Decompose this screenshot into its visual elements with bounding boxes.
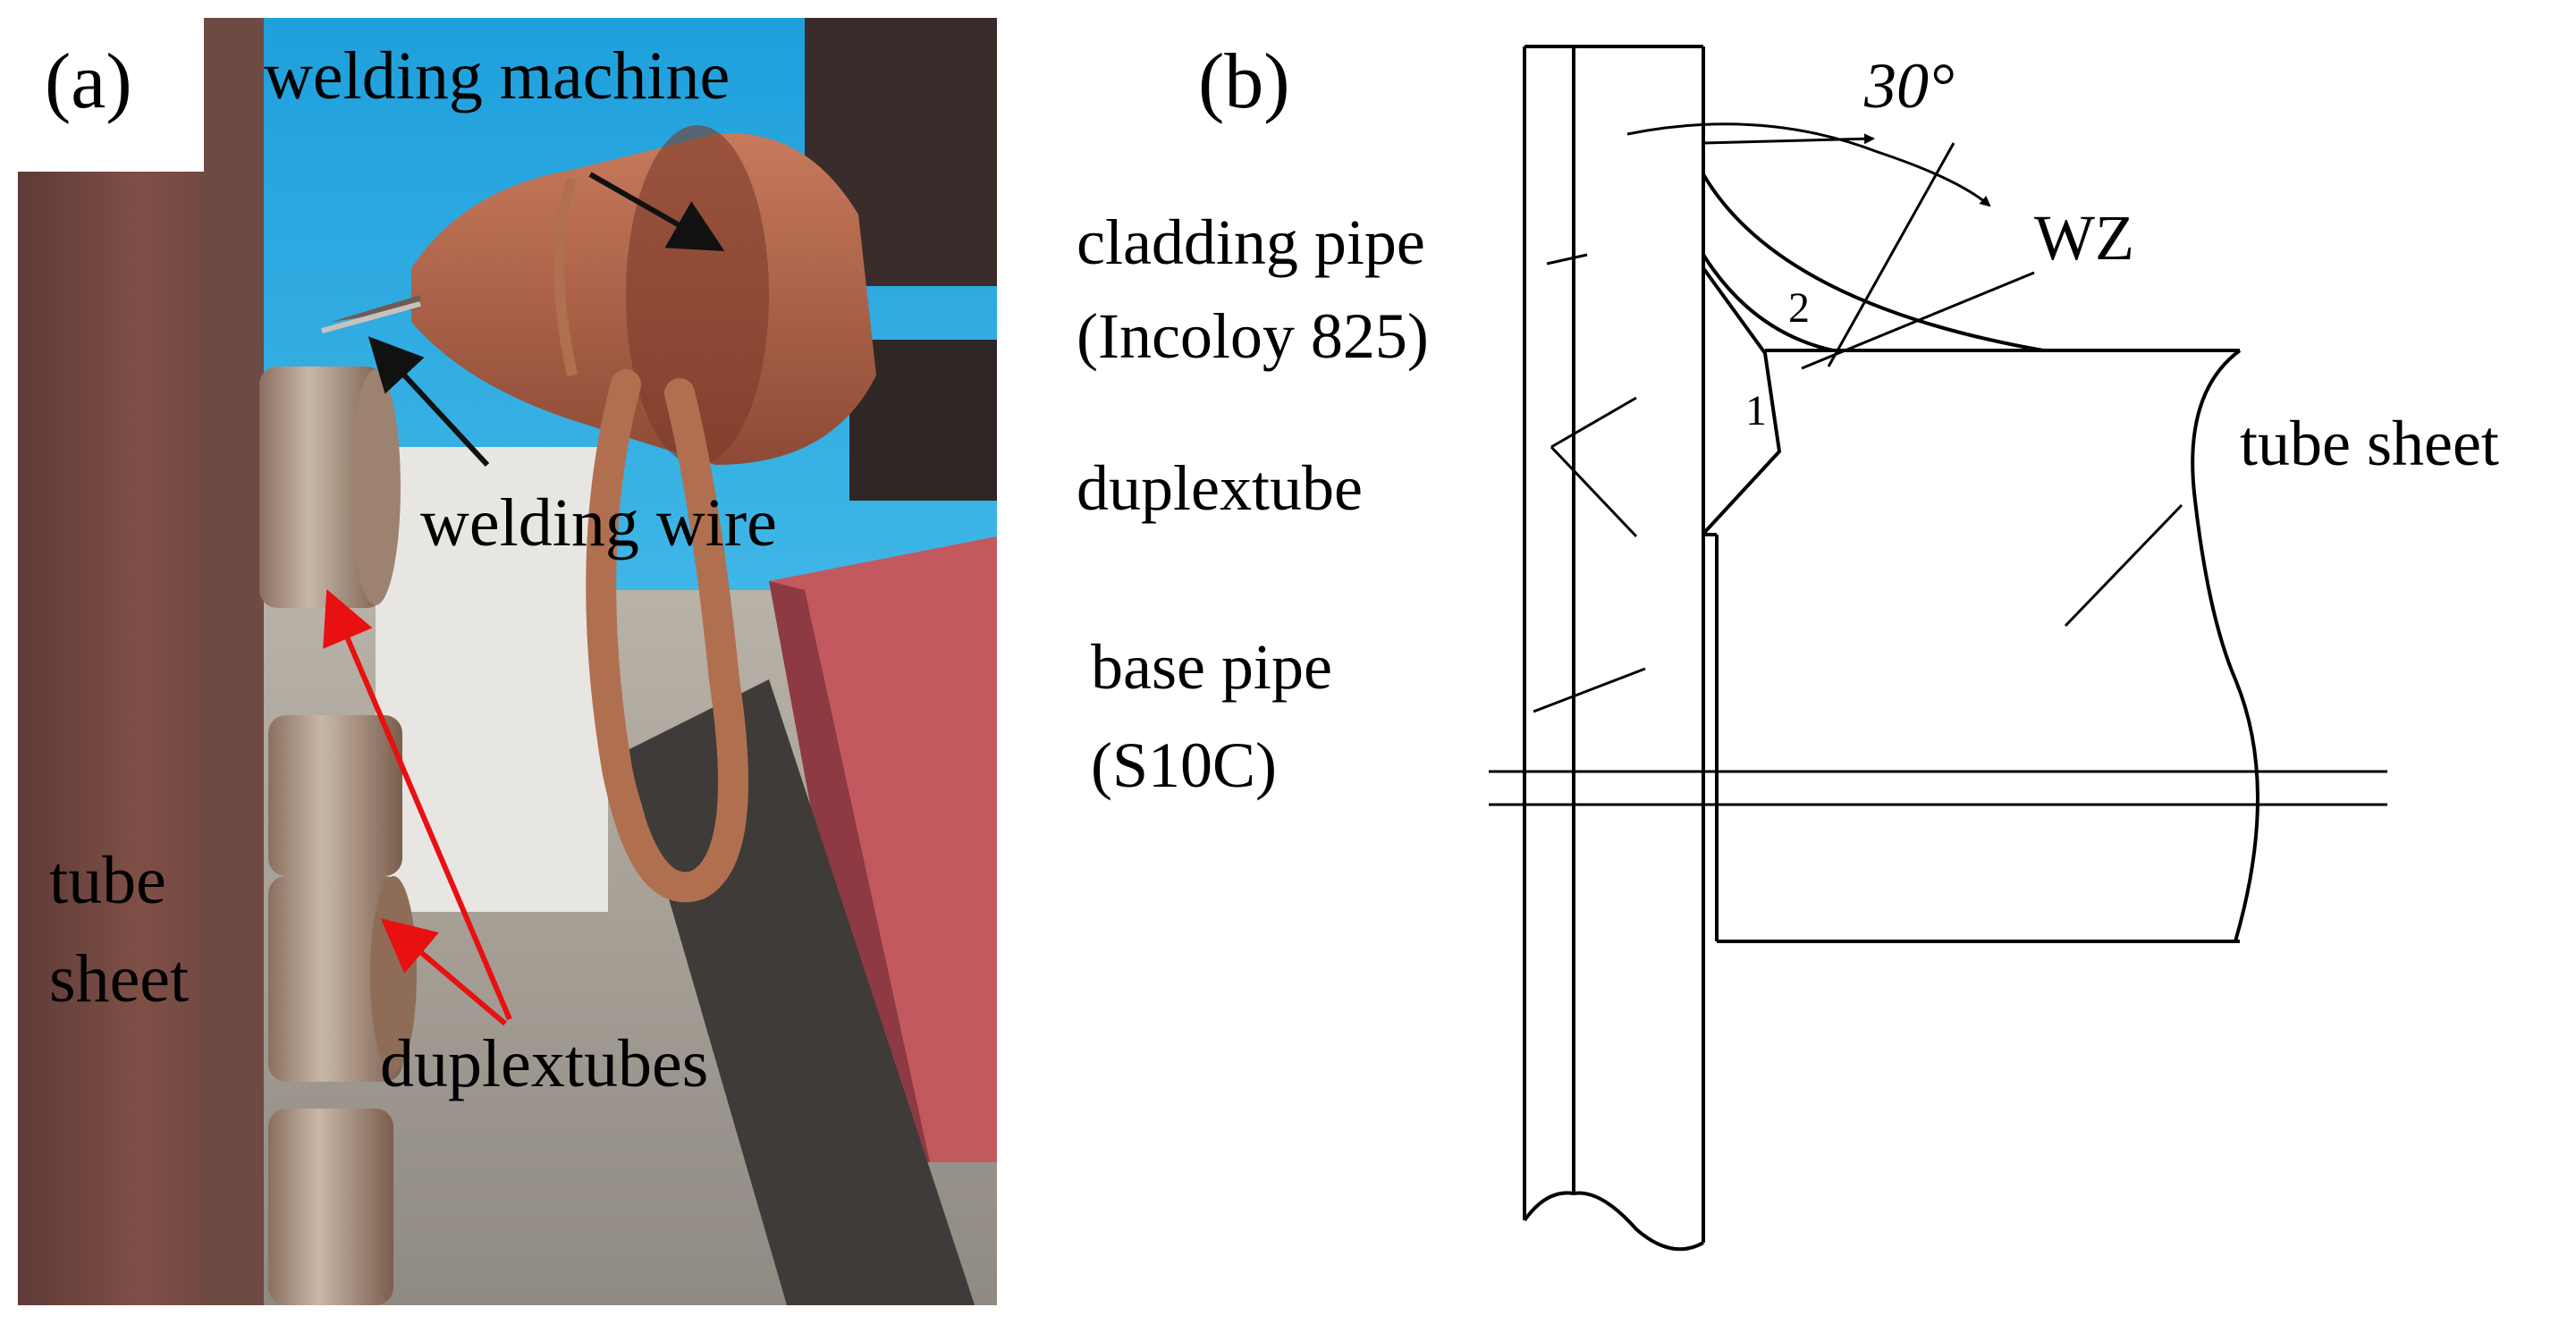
leader-wz xyxy=(1801,271,2035,370)
label-duplextube: duplextube xyxy=(1077,452,1363,524)
label-welding-wire: welding wire xyxy=(420,485,777,561)
tube-sheet-edge xyxy=(201,18,264,1305)
welding-torch xyxy=(321,18,997,903)
weld-pass-2-outer xyxy=(1702,173,2044,352)
angle-arc xyxy=(1626,122,1991,207)
tube-sheet-break xyxy=(2191,349,2259,942)
arrow-welding-machine xyxy=(588,172,725,251)
label-cladding-line2: (Incoloy 825) xyxy=(1077,300,1429,372)
arrow-welding-wire xyxy=(367,336,490,468)
angle-bevel-line xyxy=(1827,142,1955,367)
arrow-red-upper xyxy=(323,588,512,1021)
machine-edge xyxy=(769,581,930,1162)
label-tube-sheet-line1: tube xyxy=(49,843,166,918)
pipe-break-line xyxy=(1523,1191,1704,1252)
panel-a-tag: (a) xyxy=(45,38,132,125)
arrow-red-lower xyxy=(380,918,507,1026)
label-wz: WZ xyxy=(2034,202,2134,274)
weld-pass-1-boundary xyxy=(1702,266,1782,536)
leader-base-pipe xyxy=(1533,667,1646,713)
leader-tube-sheet xyxy=(2064,503,2183,628)
angle-ref-line xyxy=(1702,133,1875,145)
photo-illustration: (a) welding machine welding wire tube sh… xyxy=(0,0,997,1305)
label-tube-sheet: tube sheet xyxy=(2240,408,2499,479)
photo-panel: (a) welding machine welding wire tube sh… xyxy=(0,0,1001,1320)
leader-cladding xyxy=(1546,253,1588,266)
label-duplextubes: duplextubes xyxy=(380,1026,708,1101)
label-base-line2: (S10C) xyxy=(1091,729,1277,801)
leader-duplex-lower xyxy=(1550,445,1638,538)
label-base-line1: base pipe xyxy=(1091,631,1332,703)
panel-a-tag-box xyxy=(0,0,204,172)
label-pass-1: 1 xyxy=(1745,387,1767,434)
schematic-panel: (b) 30° WZ 2 1 cladding pipe (Incoloy 82… xyxy=(1019,0,2576,1320)
schematic-lines xyxy=(1489,45,2387,1252)
panel-b-tag: (b) xyxy=(1198,38,1290,125)
cabinet xyxy=(376,447,608,912)
label-angle: 30° xyxy=(1863,50,1955,122)
label-tube-sheet-line2: sheet xyxy=(49,941,189,1016)
label-welding-machine: welding machine xyxy=(264,38,730,114)
label-cladding-line1: cladding pipe xyxy=(1077,207,1425,278)
leader-duplex-upper xyxy=(1550,396,1637,449)
weld-pass-2-inner xyxy=(1702,253,1834,352)
weld-schematic: (b) 30° WZ 2 1 cladding pipe (Incoloy 82… xyxy=(1077,38,2499,1252)
duplex-tubes-photo xyxy=(259,367,417,1305)
label-pass-2: 2 xyxy=(1788,284,1810,332)
